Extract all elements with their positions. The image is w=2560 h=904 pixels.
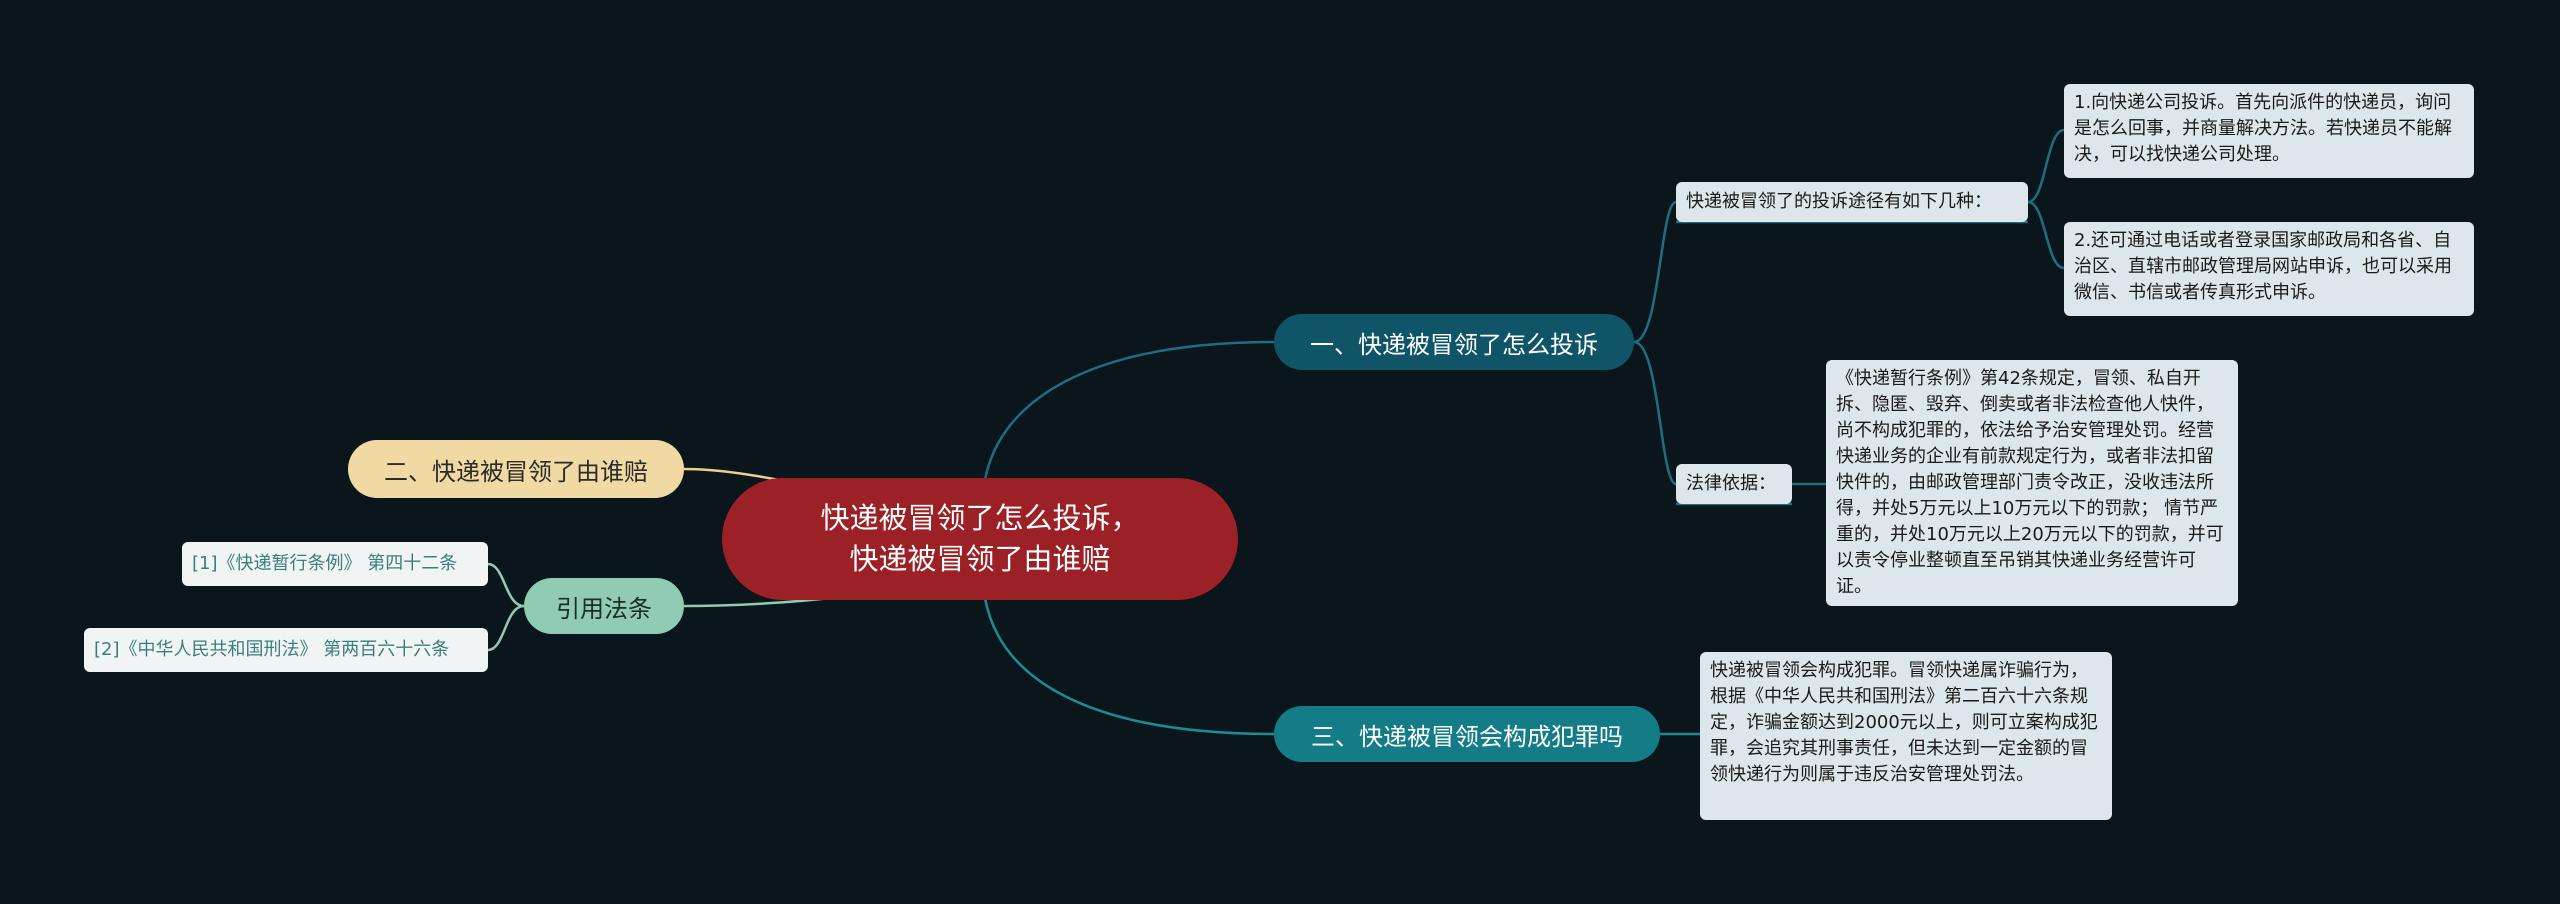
branch-crime[interactable]: 三、快递被冒领会构成犯罪吗 — [1274, 706, 1660, 762]
link-child1-item2 — [2027, 200, 2065, 270]
legal-basis-text: 《快递暂行条例》第42条规定，冒领、私自开拆、隐匿、毁弃、倒卖或者非法检查他人快… — [1836, 368, 2224, 597]
branch-cited-laws-label: 引用法条 — [556, 594, 652, 623]
complaint-channel-item-1-text: 1.向快递公司投诉。首先向派件的快递员，询问是怎么回事，并商量解决方法。若快递员… — [2074, 92, 2452, 165]
cited-law-item-2[interactable]: [2]《中华人民共和国刑法》 第两百六十六条 — [84, 628, 488, 672]
branch-compensation[interactable]: 二、快递被冒领了由谁赔 — [348, 440, 684, 498]
link-branch4-item2 — [487, 604, 525, 652]
complaint-channel-item-1[interactable]: 1.向快递公司投诉。首先向派件的快递员，询问是怎么回事，并商量解决方法。若快递员… — [2064, 84, 2474, 178]
link-branch1-child1 — [1633, 200, 1677, 344]
legal-basis-text-box[interactable]: 《快递暂行条例》第42条规定，冒领、私自开拆、隐匿、毁弃、倒卖或者非法检查他人快… — [1826, 360, 2238, 606]
crime-text: 快递被冒领会构成犯罪。冒领快递属诈骗行为，根据《中华人民共和国刑法》第二百六十六… — [1710, 660, 2098, 785]
crime-text-box[interactable]: 快递被冒领会构成犯罪。冒领快递属诈骗行为，根据《中华人民共和国刑法》第二百六十六… — [1700, 652, 2112, 820]
link-root-branch3 — [983, 597, 1275, 736]
branch-compensation-label: 二、快递被冒领了由谁赔 — [384, 457, 648, 486]
branch-crime-label: 三、快递被冒领会构成犯罪吗 — [1311, 722, 1623, 751]
root-line-1: 快递被冒领了怎么投诉， — [820, 501, 1140, 535]
cited-law-item-1[interactable]: [1]《快递暂行条例》 第四十二条 — [182, 542, 488, 586]
complaint-channels-topic[interactable]: 快递被冒领了的投诉途径有如下几种： — [1676, 182, 2028, 222]
link-branch1-child2 — [1633, 340, 1677, 486]
root-line-2: 快递被冒领了由谁赔 — [849, 542, 1111, 576]
branch-complaint[interactable]: 一、快递被冒领了怎么投诉 — [1274, 314, 1634, 370]
legal-basis-topic[interactable]: 法律依据： — [1676, 464, 1792, 504]
branch-complaint-label: 一、快递被冒领了怎么投诉 — [1310, 330, 1598, 359]
root-topic[interactable]: 快递被冒领了怎么投诉， 快递被冒领了由谁赔 — [722, 478, 1238, 600]
legal-basis-label: 法律依据： — [1686, 473, 1776, 494]
complaint-channel-item-2[interactable]: 2.还可通过电话或者登录国家邮政局和各省、自治区、直辖市邮政管理局网站申诉，也可… — [2064, 222, 2474, 316]
link-branch4-item1 — [487, 562, 525, 608]
cited-law-item-2-text: [2]《中华人民共和国刑法》 第两百六十六条 — [94, 639, 450, 660]
branch-cited-laws[interactable]: 引用法条 — [524, 578, 684, 634]
complaint-channels-label: 快递被冒领了的投诉途径有如下几种： — [1686, 191, 1992, 212]
complaint-channel-item-2-text: 2.还可通过电话或者登录国家邮政局和各省、自治区、直辖市邮政管理局网站申诉，也可… — [2074, 230, 2452, 303]
cited-law-item-1-text: [1]《快递暂行条例》 第四十二条 — [192, 553, 458, 574]
link-root-branch1 — [983, 340, 1275, 481]
link-child1-item1 — [2027, 128, 2065, 204]
